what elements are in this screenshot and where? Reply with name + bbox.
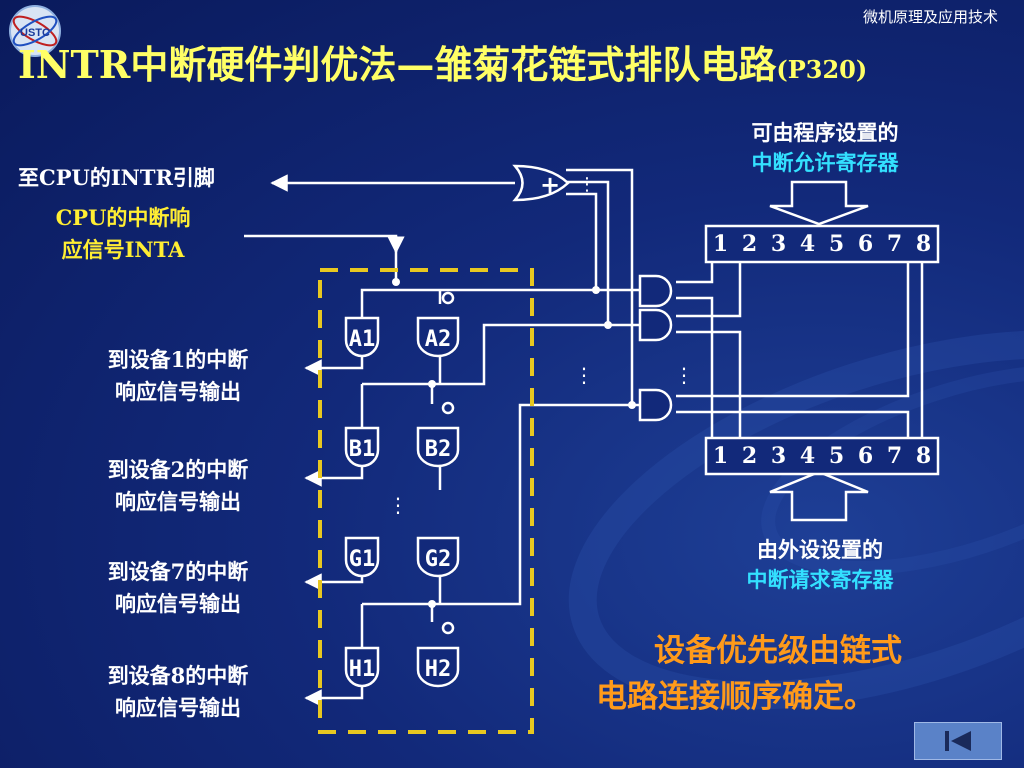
enable-register-label: 可由程序设置的 中断允许寄存器 [751, 120, 899, 175]
course-name: 微机原理及应用技术 [862, 8, 998, 26]
or-gate [512, 164, 570, 202]
priority-note: 设备优先级由链式 电路连接顺序确定。 [596, 633, 902, 715]
device2-output-label: 到设备2的中断响应信号输出 [107, 457, 249, 514]
chain-dashed-box [318, 268, 534, 734]
inta-input-label: CPU的中断响 应信号INTA [55, 205, 191, 262]
gate-h2: H2 [425, 657, 452, 682]
svg-text:⋮: ⋮ [388, 493, 408, 517]
request-register-label: 由外设设置的 中断请求寄存器 [746, 537, 894, 592]
and-gate-1 [638, 274, 673, 308]
request-register-arrow [769, 470, 869, 522]
gate-h1: H1 [349, 657, 376, 682]
first-slide-button[interactable] [914, 722, 1002, 760]
skip-back-icon [945, 731, 971, 751]
svg-text:⋮: ⋮ [674, 363, 694, 387]
intr-pin-label: 至CPU的INTR引脚 [18, 165, 215, 190]
or-ellipsis: ⋮ [578, 174, 596, 195]
title-text: INTR中断硬件判优法—雏菊花链式排队电路 [18, 42, 777, 87]
page-title: INTR中断硬件判优法—雏菊花链式排队电路(P320) [18, 34, 867, 89]
device7-output-label: 到设备7的中断响应信号输出 [107, 559, 249, 616]
and-gate-2 [638, 308, 673, 342]
gate-b2: B2 [425, 437, 452, 462]
enable-register [704, 224, 940, 264]
chain-wire-a [360, 288, 596, 318]
svg-text:USTC: USTC [20, 27, 50, 39]
gate-g2: G2 [425, 547, 452, 572]
gate-a1: A1 [349, 327, 376, 352]
university-logo: USTC [4, 4, 66, 58]
title-page-ref: (P320) [776, 55, 868, 84]
and-gates [638, 274, 673, 422]
inta-input-wire [244, 234, 398, 282]
gate-b1: B1 [349, 437, 376, 462]
device1-output-label: 到设备1的中断响应信号输出 [107, 347, 249, 404]
svg-text:⋮: ⋮ [574, 363, 594, 387]
enable-register-arrow [769, 180, 869, 226]
or-gate-symbol: + [540, 171, 560, 199]
gate-a2: A2 [425, 327, 452, 352]
device8-output-label: 到设备8的中断响应信号输出 [107, 663, 249, 720]
and-gate-8 [638, 388, 673, 422]
gate-g1: G1 [349, 547, 376, 572]
request-register [704, 436, 940, 476]
